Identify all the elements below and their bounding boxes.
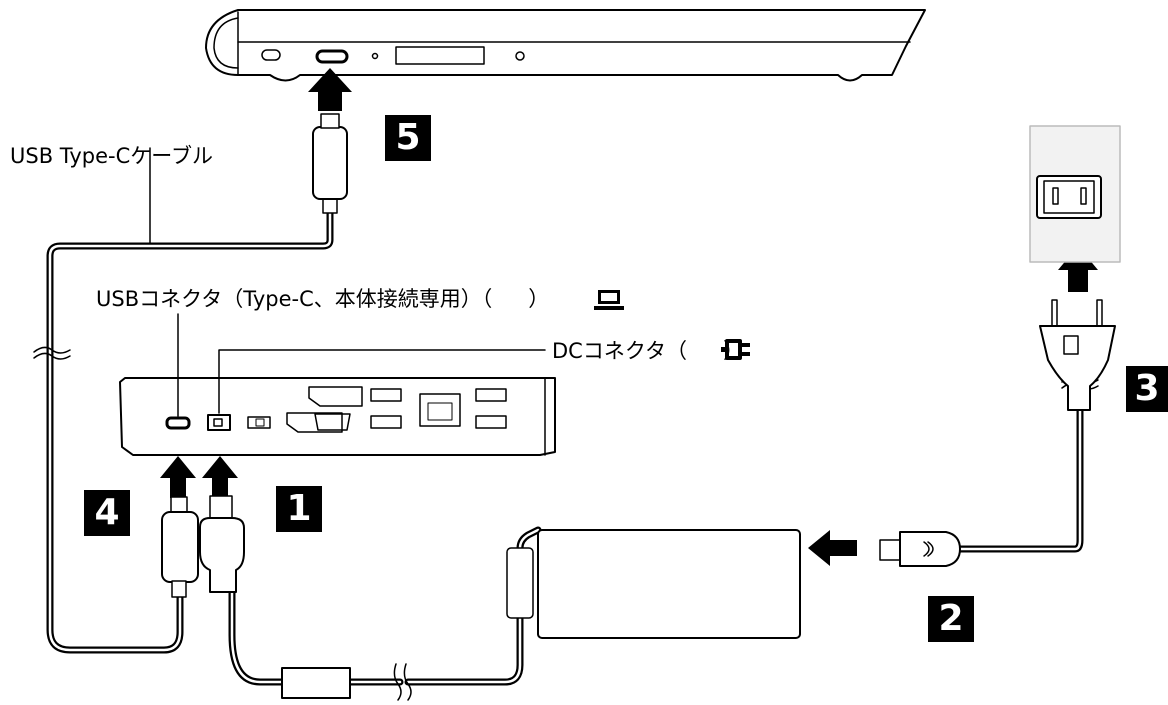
audio-jack <box>515 51 525 61</box>
arrow-up-icon <box>308 68 352 111</box>
usb-connector-label-close: ） <box>528 287 550 311</box>
step-badge-1: 1 <box>276 486 322 532</box>
arrow-up-icon <box>202 456 238 498</box>
lock-slot <box>261 49 281 61</box>
usb-connector-label: USBコネクタ（Type-C、本体接続専用）（ ） <box>96 289 549 310</box>
dock-dc-port <box>207 414 231 431</box>
arrow-up-icon <box>160 456 196 498</box>
step-badge-3: 3 <box>1126 366 1168 412</box>
wall-outlet <box>1029 125 1121 263</box>
dc-plug-icon <box>721 339 750 360</box>
break-mark-icon <box>33 346 71 360</box>
laptop-side-view <box>205 9 926 82</box>
displayport-1 <box>286 412 343 433</box>
laptop-usb-c-port <box>315 49 349 64</box>
ac-adapter <box>506 526 801 639</box>
displayport-2 <box>308 386 363 407</box>
dock-usb-c-port <box>165 416 191 430</box>
usb-c-plug-dock <box>161 496 199 598</box>
laptop-icon <box>594 290 624 310</box>
arrow-up-icon <box>1058 246 1098 292</box>
dc-connector-label: DCコネクタ（ ） <box>552 341 744 362</box>
power-cord-connector <box>879 404 1084 567</box>
docking-station <box>119 377 556 456</box>
step-badge-4: 4 <box>84 490 130 536</box>
adapter-cable <box>281 561 524 701</box>
arrow-left-icon <box>808 530 857 566</box>
usb-connector-label-text: USBコネクタ（Type-C、本体接続専用）（ <box>96 287 493 311</box>
ac-plug <box>1039 299 1116 411</box>
dc-connector-label-text: DCコネクタ（ <box>552 339 687 363</box>
ferrite-core <box>281 667 351 699</box>
usb-cable-label: USB Type-Cケーブル <box>10 144 213 168</box>
step-badge-5: 5 <box>385 115 431 161</box>
dc-connector-label-close: ） <box>723 339 744 363</box>
usb-c-plug-top <box>312 113 348 214</box>
break-mark-icon <box>393 663 402 701</box>
ethernet-port <box>419 393 461 427</box>
step-badge-2: 2 <box>928 596 974 642</box>
hdmi-port <box>314 413 351 431</box>
card-slot <box>395 46 485 65</box>
dc-plug-dock <box>199 495 289 686</box>
usb-c-cable <box>46 147 334 654</box>
